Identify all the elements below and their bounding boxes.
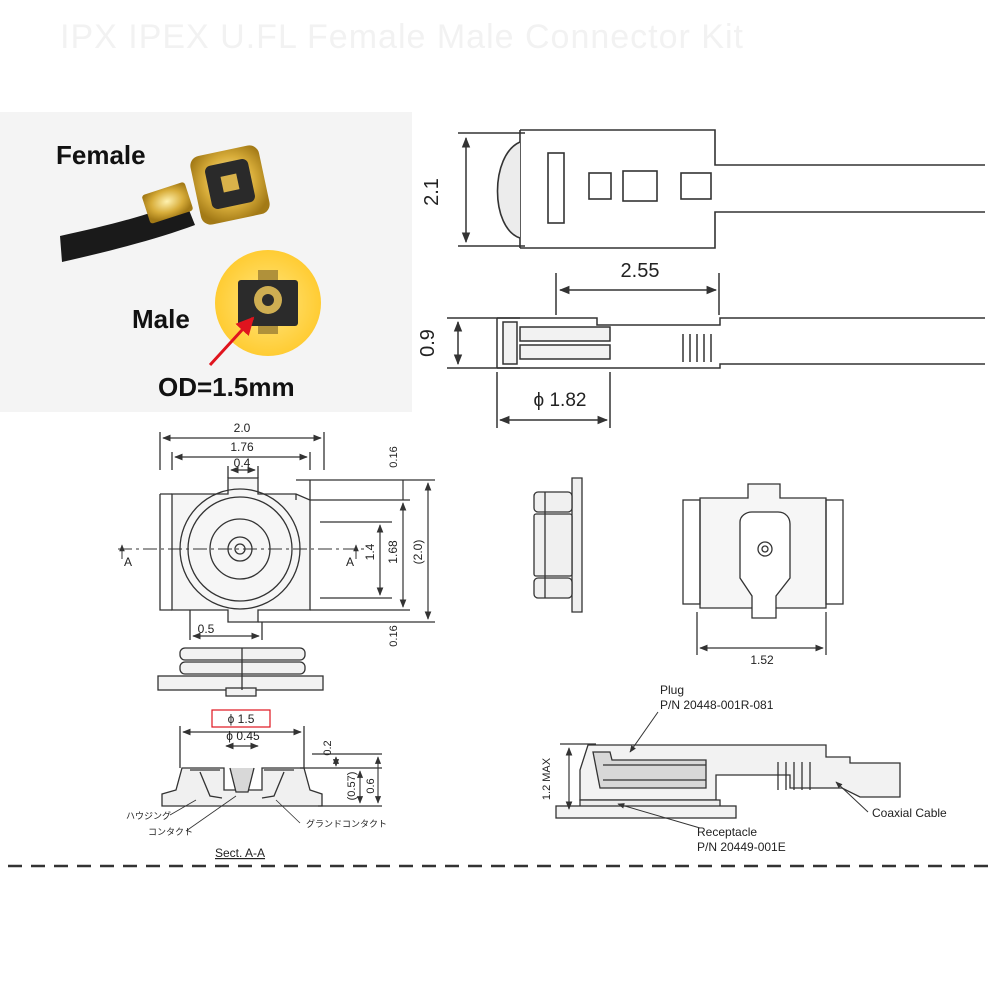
dim-height: 2.1 [421, 178, 443, 206]
section-label-right: A [346, 555, 354, 569]
dim-max-height: 1.2 MAX [541, 757, 553, 800]
dim-outer-dia: ϕ 1.5 [228, 712, 255, 726]
dim-bottom-tab: 0.5 [198, 622, 215, 636]
highlight-box [211, 709, 271, 728]
label-contact: コンタクト [148, 827, 193, 837]
label-plug: Plug [660, 683, 684, 697]
dim-top-gap: 0.16 [388, 446, 400, 467]
receptacle-side-view [157, 647, 324, 697]
section-view [161, 726, 382, 807]
dim-inner-dia: ϕ 0.45 [226, 729, 260, 743]
dim-thickness: 0.9 [417, 329, 439, 357]
dim-diameter: ϕ 1.82 [534, 390, 587, 411]
section-caption: Sect. A-A [215, 846, 265, 860]
label-receptacle: Receptacle [697, 825, 757, 839]
dim-width-outer: 2.0 [234, 421, 251, 435]
label-housing: ハウジング [126, 810, 171, 821]
plug-top-view [682, 483, 844, 655]
dim-mid-h: (0.57) [346, 772, 358, 801]
receptacle-leader [617, 803, 701, 829]
section-label-left: A [124, 555, 132, 569]
assembly-view [555, 743, 901, 819]
od-pointer-arrow [208, 316, 255, 367]
dim-body-h: 1.68 [386, 540, 400, 564]
cable-top-view [458, 129, 985, 249]
dim-plug-width: 1.52 [750, 653, 774, 667]
female-label: Female [56, 140, 146, 170]
label-coaxial-cable: Coaxial Cable [872, 806, 947, 820]
male-label: Male [132, 304, 190, 334]
title-banner: IPX IPEX U.FL Female Male Connector Kit [60, 18, 744, 56]
contact-leader [185, 795, 237, 832]
housing-leader [169, 799, 197, 816]
dim-length: 2.55 [621, 260, 660, 282]
label-plug-pn: P/N 20448-001R-081 [660, 698, 774, 712]
label-ground-contact: グランドコンタクト [306, 818, 387, 829]
plug-side-view [533, 477, 583, 613]
dim-center-h: 1.4 [363, 543, 377, 560]
dim-width-inner: 1.76 [230, 440, 254, 454]
cable-side-view [447, 273, 985, 428]
label-receptacle-pn: P/N 20449-001E [697, 840, 786, 854]
dim-bottom-gap: 0.16 [388, 625, 400, 646]
cable-leader [835, 781, 869, 813]
dim-total-h: (2.0) [411, 540, 425, 565]
female-connector-photo [60, 145, 270, 262]
od-label: OD=1.5mm [158, 372, 295, 402]
plug-leader [629, 711, 659, 753]
dim-pin-width: 0.4 [234, 456, 251, 470]
dim-top-h: 0.2 [322, 740, 334, 755]
ground-leader [275, 799, 301, 824]
dim-section-total: 0.6 [365, 778, 377, 793]
